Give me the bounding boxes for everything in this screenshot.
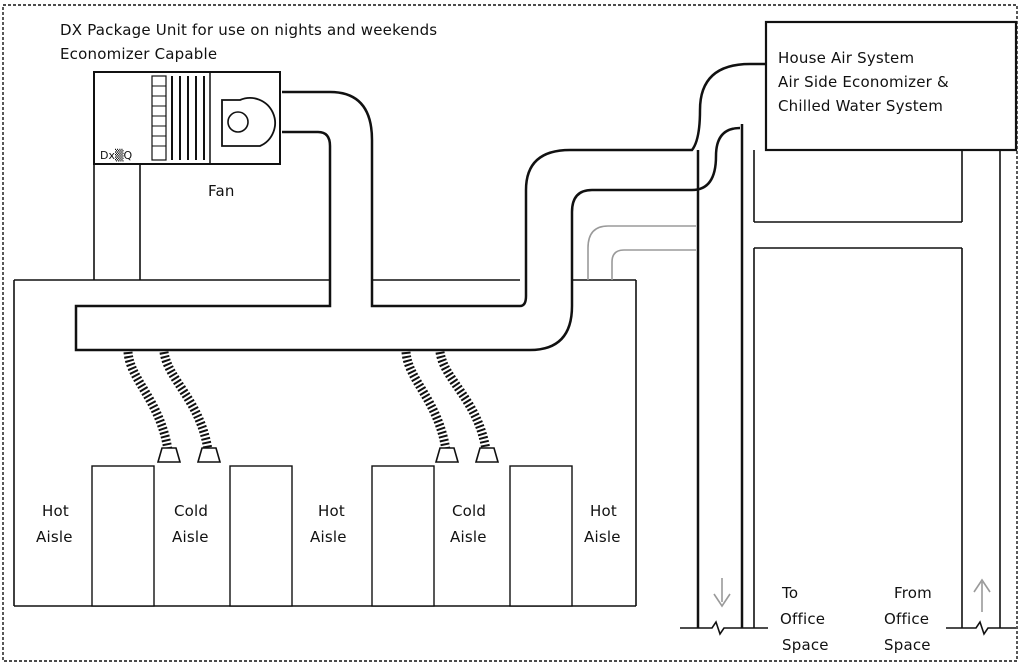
fan-label: Fan	[208, 182, 235, 200]
header-line-1: DX Package Unit for use on nights and we…	[60, 21, 437, 39]
aisle-5-line-2: Aisle	[584, 528, 621, 546]
house-connection-lower	[680, 126, 741, 192]
rack-1	[91, 465, 155, 607]
server-racks	[91, 465, 573, 607]
aisle-2-line-2: Aisle	[172, 528, 209, 546]
return-duct-outer	[587, 225, 696, 280]
from-office-line-3: Space	[884, 636, 931, 654]
rack-4	[509, 465, 573, 607]
aisle-3-line-1: Hot	[318, 502, 345, 520]
up-arrow-icon	[973, 578, 991, 612]
house-air-line-3: Chilled Water System	[778, 97, 943, 115]
panel-label: Dx▒Q	[100, 148, 132, 162]
supply-duct-inner	[74, 130, 680, 352]
from-office-line-2: Office	[884, 610, 929, 628]
aisle-1-line-2: Aisle	[36, 528, 73, 546]
aisle-4-line-1: Cold	[452, 502, 486, 520]
house-air-system-box	[764, 20, 1018, 152]
supply-duct-outer	[282, 90, 680, 308]
aisle-3-line-2: Aisle	[310, 528, 347, 546]
break-mark-left	[680, 620, 768, 636]
break-mark-right	[946, 620, 1016, 636]
aisle-1-line-1: Hot	[42, 502, 69, 520]
return-duct-inner	[611, 249, 696, 280]
aisle-2-line-1: Cold	[174, 502, 208, 520]
aisle-4-line-2: Aisle	[450, 528, 487, 546]
header-line-2: Economizer Capable	[60, 45, 217, 63]
house-connection-upper	[680, 62, 766, 152]
house-air-line-2: Air Side Economizer &	[778, 73, 949, 91]
to-office-line-3: Space	[782, 636, 829, 654]
outer-border	[2, 4, 1018, 662]
rack-3	[371, 465, 435, 607]
aisle-5-line-1: Hot	[590, 502, 617, 520]
dx-package-unit: Dx▒Q Fan	[93, 71, 281, 280]
from-office-line-1: From	[894, 584, 932, 602]
coil-icon	[151, 75, 205, 161]
rack-2	[229, 465, 293, 607]
fan-icon	[221, 97, 276, 147]
to-office-line-2: Office	[780, 610, 825, 628]
house-air-line-1: House Air System	[778, 49, 914, 67]
to-office-line-1: To	[781, 584, 798, 602]
flex-duct-drops	[123, 351, 500, 463]
down-arrow-icon	[713, 578, 731, 608]
